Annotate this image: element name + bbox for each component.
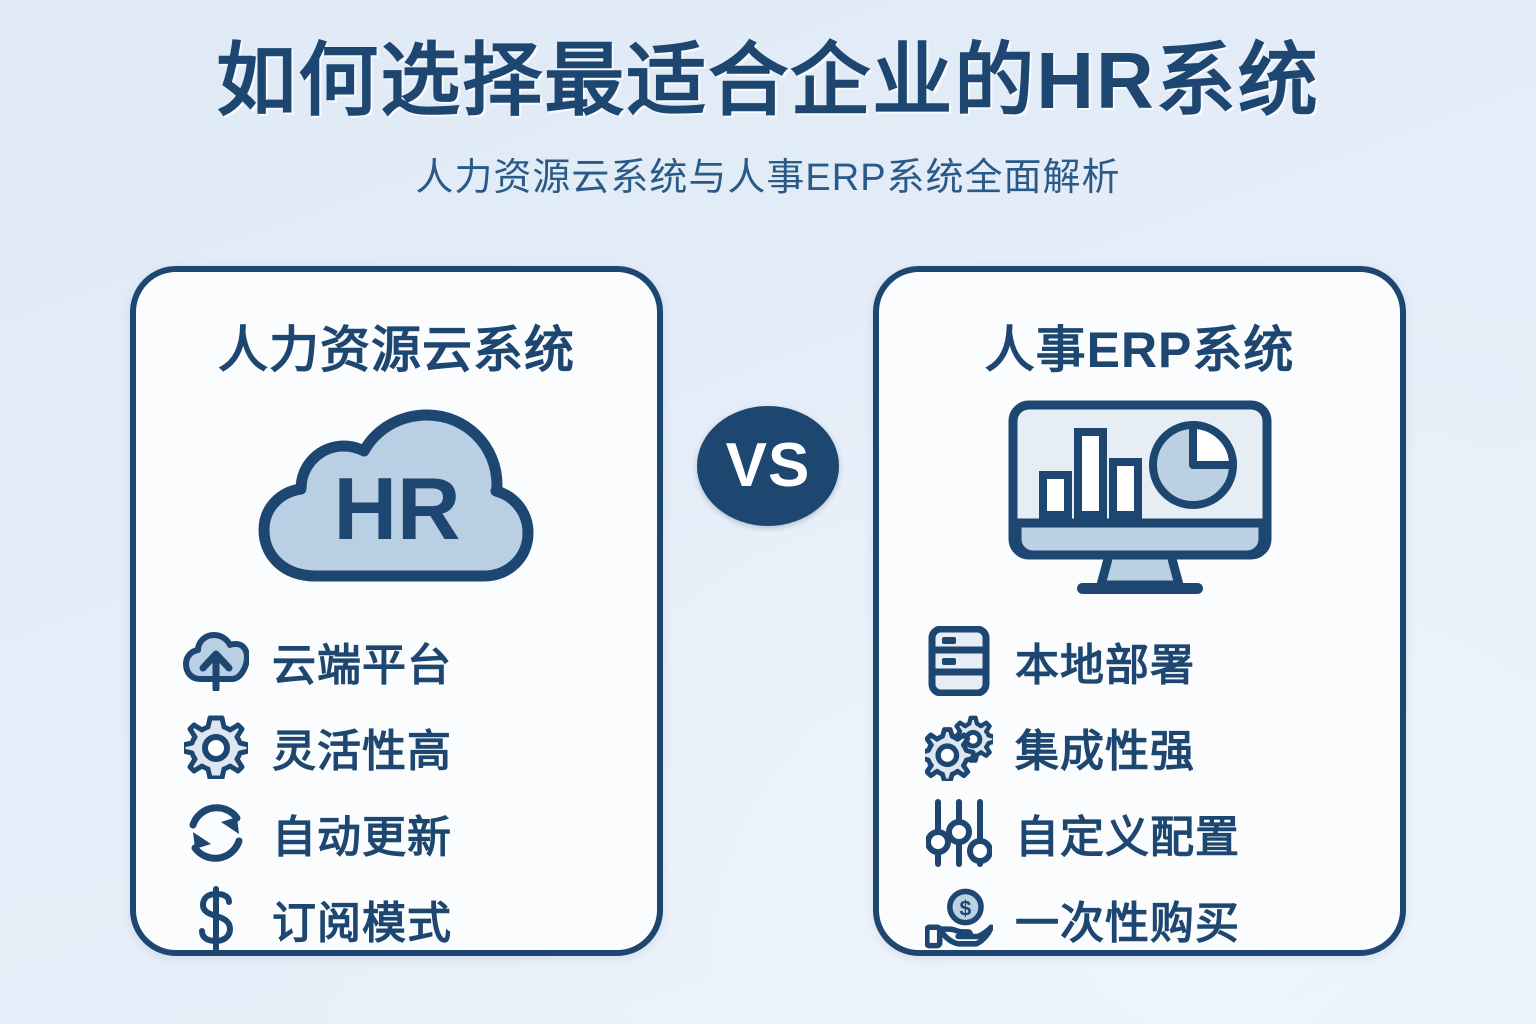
feature-list-hr-cloud: 云端平台 灵活性高: [136, 618, 657, 962]
card-title-hr-erp: 人事ERP系统: [984, 322, 1295, 378]
double-gears-icon: [925, 713, 993, 781]
hero-monitor-dashboard: [879, 394, 1400, 604]
cloud-hr-label: HR: [333, 459, 460, 558]
feature-item[interactable]: 自定义配置: [925, 790, 1400, 876]
feature-item[interactable]: $ 一次性购买: [925, 876, 1400, 962]
feature-item[interactable]: 集成性强: [925, 704, 1400, 790]
feature-list-hr-erp: 本地部署 集成性强: [879, 618, 1400, 962]
feature-label: 云端平台: [272, 641, 452, 690]
feature-item[interactable]: 云端平台: [182, 618, 657, 704]
vs-badge: VS: [697, 406, 839, 526]
hand-coin-icon: $: [925, 885, 993, 953]
svg-text:$: $: [960, 897, 972, 920]
page-subtitle: 人力资源云系统与人事ERP系统全面解析: [415, 157, 1121, 200]
cloud-upload-icon: [182, 627, 250, 695]
sliders-icon: [925, 799, 993, 867]
feature-label: 自定义配置: [1015, 813, 1240, 862]
comparison-card-hr-cloud[interactable]: 人力资源云系统 HR 云端平台: [130, 266, 663, 956]
monitor-dashboard-icon: [1008, 400, 1271, 594]
feature-item[interactable]: 自动更新: [182, 790, 657, 876]
feature-label: 集成性强: [1015, 727, 1195, 776]
feature-label: 灵活性高: [272, 727, 452, 776]
refresh-sync-icon: [182, 799, 250, 867]
cloud-hr-icon: HR: [258, 409, 533, 582]
feature-item[interactable]: 灵活性高: [182, 704, 657, 790]
feature-item[interactable]: 本地部署: [925, 618, 1400, 704]
comparison-card-hr-erp[interactable]: 人事ERP系统: [873, 266, 1406, 956]
feature-label: 订阅模式: [272, 899, 452, 948]
feature-label: 自动更新: [272, 813, 452, 862]
hero-cloud-hr: HR: [136, 394, 657, 604]
page-title: 如何选择最适合企业的HR系统: [216, 36, 1320, 125]
feature-item[interactable]: 订阅模式: [182, 876, 657, 962]
vs-label: VS: [725, 431, 811, 500]
feature-label: 一次性购买: [1015, 899, 1240, 948]
dollar-sign-icon: [182, 885, 250, 953]
server-rack-icon: [925, 626, 993, 696]
header: 如何选择最适合企业的HR系统 人力资源云系统与人事ERP系统全面解析: [0, 36, 1536, 201]
card-title-hr-cloud: 人力资源云系统: [218, 322, 575, 378]
feature-label: 本地部署: [1015, 641, 1195, 690]
gear-icon: [182, 713, 250, 781]
